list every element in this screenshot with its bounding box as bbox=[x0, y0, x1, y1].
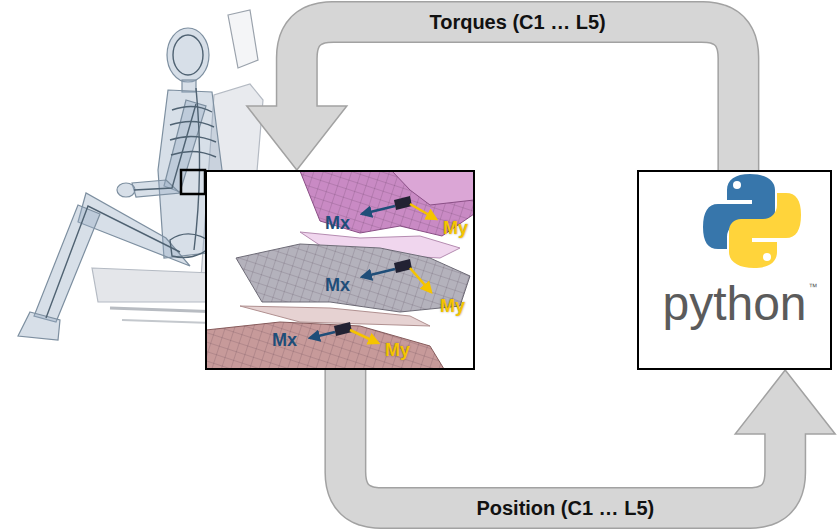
zoom-inset: MxMyMxMyMxMy bbox=[205, 170, 475, 370]
moment-label: My bbox=[440, 296, 465, 317]
moment-arrow bbox=[350, 330, 378, 343]
mesh bbox=[206, 322, 444, 369]
mesh bbox=[236, 244, 470, 312]
moment-arrow bbox=[410, 204, 436, 219]
arrow-band-outline bbox=[345, 370, 785, 508]
zoom-marker bbox=[181, 170, 205, 194]
head bbox=[167, 28, 209, 82]
joint-marker bbox=[394, 196, 412, 210]
moment-arrow bbox=[410, 268, 431, 292]
inset-ground bbox=[206, 171, 474, 369]
moment-label: Mx bbox=[272, 330, 297, 351]
logo-wordmark: python bbox=[662, 276, 806, 331]
middle-vertebra bbox=[236, 244, 470, 312]
block-arrow bbox=[247, 22, 739, 170]
python-box: python™ bbox=[637, 170, 832, 370]
moment-arrow bbox=[362, 206, 395, 214]
block-arrow bbox=[345, 370, 835, 508]
moment-label: My bbox=[385, 340, 410, 361]
logo-yellow-snake bbox=[729, 193, 801, 268]
moment-label: Mx bbox=[325, 213, 350, 234]
foot bbox=[18, 312, 60, 340]
arm-bones bbox=[134, 104, 196, 190]
edge-label: Torques (C1 … L5) bbox=[429, 11, 605, 34]
vertebrae-closeup bbox=[206, 171, 474, 369]
body-silhouette bbox=[18, 28, 222, 340]
edge-label: Position (C1 … L5) bbox=[476, 497, 654, 520]
arrow-band bbox=[345, 370, 785, 508]
hand bbox=[117, 183, 135, 197]
headrest bbox=[228, 10, 258, 68]
joint-marker bbox=[394, 259, 412, 273]
arrow-band bbox=[297, 22, 739, 170]
skull bbox=[173, 35, 203, 75]
leg-bones bbox=[46, 206, 180, 318]
arrow-head bbox=[247, 106, 347, 170]
moment-label: Mx bbox=[325, 275, 350, 296]
moment-arrow bbox=[310, 332, 335, 338]
moment-label: My bbox=[443, 218, 468, 239]
joint-marker bbox=[334, 322, 352, 336]
lower-vertebra bbox=[206, 322, 444, 369]
logo-eye bbox=[763, 253, 771, 261]
trademark-sign: ™ bbox=[809, 282, 818, 292]
arrow-head bbox=[735, 370, 835, 434]
arrow-band-outline bbox=[297, 22, 739, 170]
logo-eye bbox=[733, 181, 741, 189]
seat-rail bbox=[122, 320, 212, 323]
skeleton bbox=[46, 35, 216, 318]
python-logo bbox=[703, 174, 801, 268]
moment-arrow bbox=[362, 269, 395, 277]
